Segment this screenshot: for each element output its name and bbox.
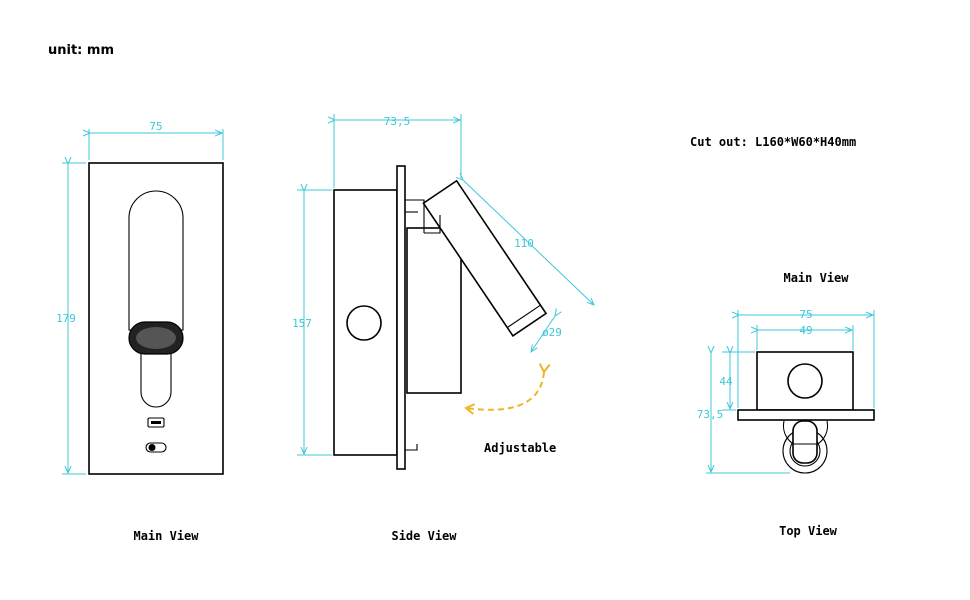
dim-top-width-outer: 75: [799, 308, 812, 321]
top-main-view-caption: Main View: [783, 271, 849, 285]
side-view-caption: Side View: [391, 529, 457, 543]
dim-front-width: 75: [149, 120, 162, 133]
top-lamp: [782, 420, 829, 474]
dim-front-height: 179: [56, 312, 76, 325]
side-slider: [406, 227, 462, 394]
main-view-caption: Main View: [133, 529, 199, 543]
unit-label: unit: mm: [48, 43, 114, 58]
toggle-switch-icon: [145, 442, 167, 453]
dim-top-height-outer: 73,5: [697, 408, 724, 421]
dim-lamp-diameter: ø29: [542, 326, 562, 339]
dim-side-depth: 73,5: [384, 115, 411, 128]
dim-top-width-inner: 49: [799, 324, 812, 337]
usb-port-icon: [147, 417, 165, 428]
top-knob: [787, 363, 823, 399]
dim-top-height-inner: 44: [719, 375, 733, 388]
cut-out-note: Cut out: L160*W60*H40mm: [690, 135, 856, 149]
curved-arrow-icon: [464, 363, 551, 415]
side-view: 73,5 157 110 ø29 Adjustable: [292, 114, 594, 470]
dim-side-height: 157: [292, 317, 312, 330]
front-arm-slot: [128, 190, 184, 331]
top-view: Cut out: L160*W60*H40mm Main View 75 49 …: [690, 135, 875, 474]
adjustable-label: Adjustable: [484, 441, 556, 455]
lamp-stem: [140, 354, 172, 408]
lamp-lens: [136, 327, 176, 349]
front-view: 75 179: [56, 120, 224, 475]
side-knob: [346, 305, 382, 341]
side-faceplate: [396, 165, 406, 470]
top-view-caption: Top View: [779, 524, 838, 538]
dim-arm-length: 110: [514, 237, 534, 250]
top-faceplate: [737, 409, 875, 421]
